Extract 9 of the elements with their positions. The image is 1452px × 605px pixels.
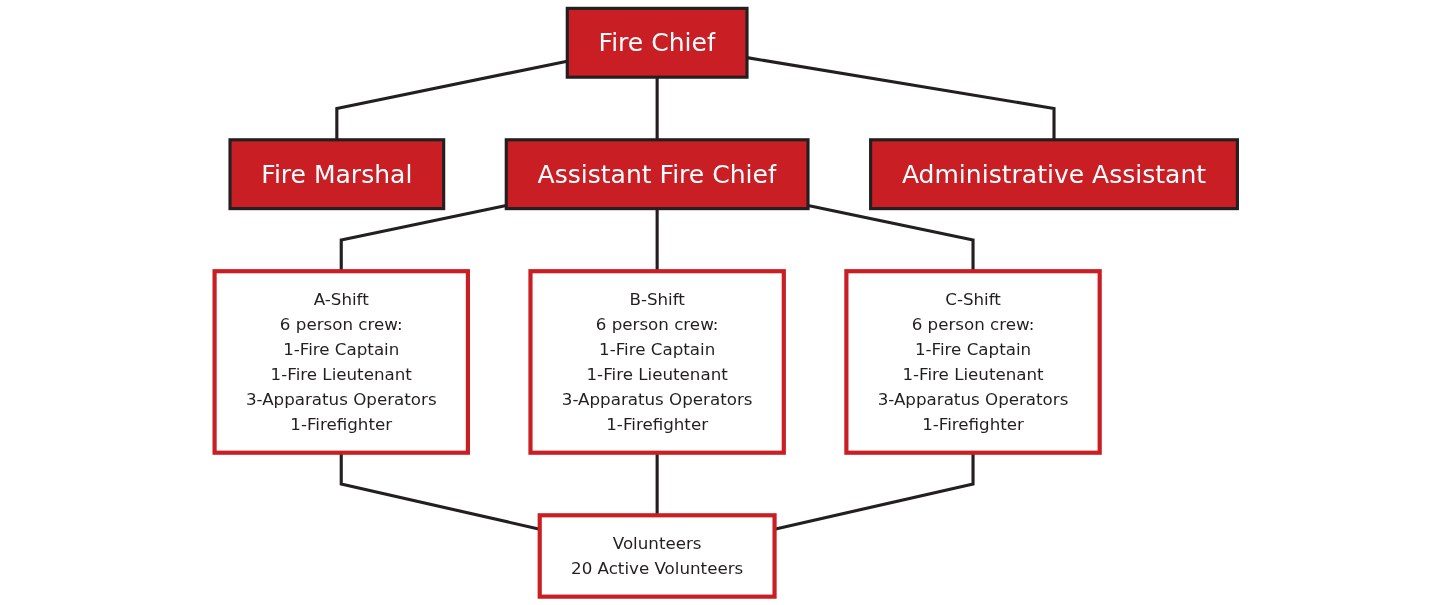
node-box: Fire Marshal — [228, 138, 446, 211]
node-box: C-Shift 6 person crew: 1-Fire Captain 1-Fire Lieutenant 3-Apparatus Operators 1-Firefighter — [844, 269, 1102, 455]
node-box: Administrative Assistant — [869, 138, 1239, 211]
node-box: Assistant Fire Chief — [504, 138, 810, 211]
node-box: B-Shift 6 person crew: 1-Fire Captain 1-Fire Lieutenant 3-Apparatus Operators 1-Firefighter — [528, 269, 786, 455]
node-box: Volunteers 20 Active Volunteers — [537, 513, 777, 599]
node-box: A-Shift 6 person crew: 1-Fire Captain 1-Fire Lieutenant 3-Apparatus Operators 1-Firefighter — [212, 269, 470, 455]
connector — [655, 77, 659, 140]
node-box: Fire Chief — [565, 6, 749, 79]
